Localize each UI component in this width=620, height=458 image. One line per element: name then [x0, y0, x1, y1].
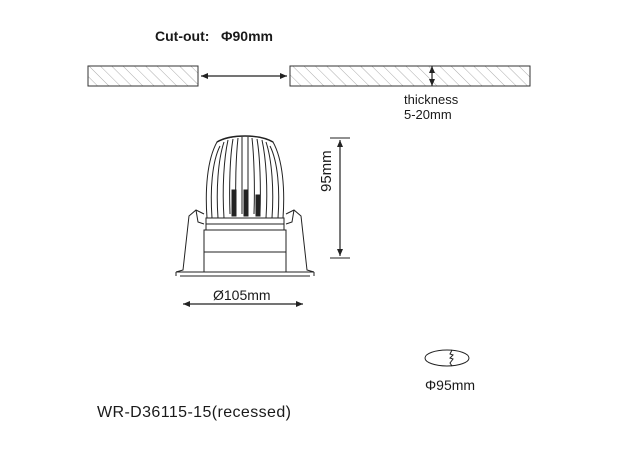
hole-diameter-label: Φ95mm	[425, 377, 476, 393]
ceiling-panel-left	[87, 65, 199, 87]
thickness-range: 5-20mm	[404, 107, 452, 122]
diameter-label: Ø105mm	[213, 287, 271, 303]
ceiling-panel-right	[289, 65, 531, 87]
hole-cut-icon	[424, 349, 470, 367]
cutout-label: Cut-out:	[155, 28, 210, 44]
cutout-value: Φ90mm	[221, 28, 273, 44]
model-number: WR-D36115-15(recessed)	[97, 404, 292, 421]
downlight-drawing	[175, 135, 315, 277]
height-label: 95mm	[318, 150, 335, 192]
thickness-label: thickness	[404, 92, 459, 107]
